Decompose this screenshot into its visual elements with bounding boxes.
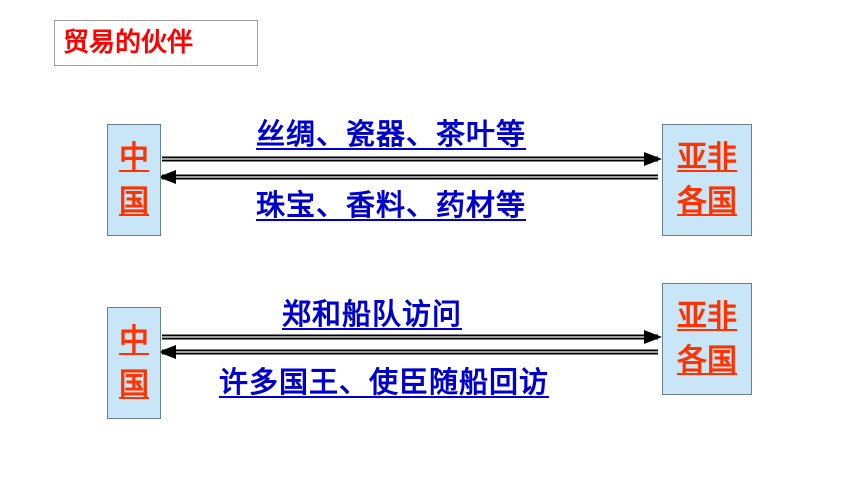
panel-2-china-line-1: 中 (119, 323, 149, 358)
panel-1-partner-line-2: 各国 (677, 184, 737, 219)
panel-1-outbound-arrow (162, 152, 662, 166)
panel-1-inbound-label: 珠宝、香料、药材等 (256, 188, 527, 222)
panel-2-partner-line-1: 亚非 (677, 299, 737, 334)
panel-1-china-box: 中 国 (107, 124, 161, 236)
panel-2-partner-line-2: 各国 (677, 343, 737, 378)
panel-2-inbound-arrow (158, 345, 658, 359)
panel-1-partner-box: 亚非 各国 (662, 124, 752, 236)
page-title: 贸易的伙伴 (63, 28, 194, 58)
title-box: 贸易的伙伴 (54, 20, 258, 66)
panel-2-china-line-2: 国 (119, 367, 149, 402)
panel-2-outbound-arrow (162, 330, 662, 344)
panel-1-outbound-label: 丝绸、瓷器、茶叶等 (256, 117, 527, 151)
panel-1-partner-line-1: 亚非 (677, 140, 737, 175)
panel-1-inbound-arrow (158, 170, 658, 184)
panel-2-china-box: 中 国 (107, 307, 161, 419)
panel-2-partner-box: 亚非 各国 (662, 283, 752, 395)
panel-2-inbound-label: 许多国王、使臣随船回访 (219, 365, 550, 399)
panel-1-china-line-1: 中 (119, 140, 149, 175)
panel-1-china-line-2: 国 (119, 184, 149, 219)
panel-2-outbound-label: 郑和船队访问 (282, 297, 463, 331)
